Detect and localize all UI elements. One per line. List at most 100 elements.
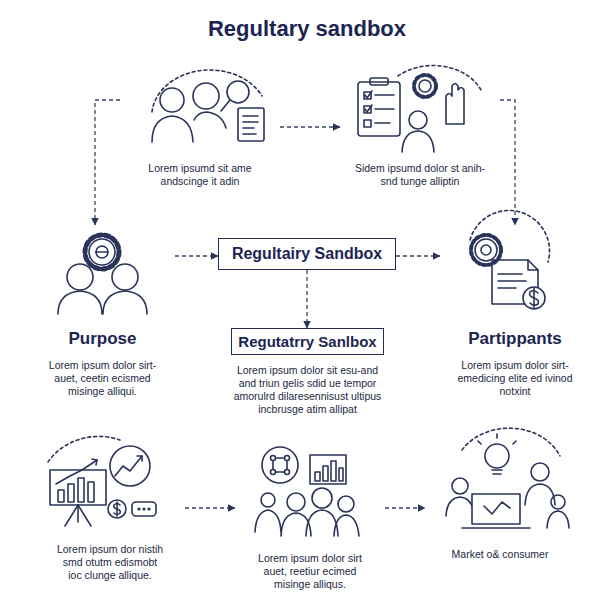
- chart-easel-icon: [148, 508, 150, 510]
- participants-icon: [498, 280, 526, 282]
- dashed-arrow: [396, 255, 440, 256]
- chart-easel-icon: [68, 484, 74, 502]
- network-team-icon: [271, 470, 276, 475]
- market-consumer-icon: [446, 497, 474, 516]
- participants-icon: [533, 288, 535, 308]
- network-team-icon: [272, 461, 274, 469]
- checklist-icon: [398, 66, 482, 92]
- icon-node: Lorem ipsum dolor sirt auet, reetiur eci…: [235, 440, 385, 595]
- diagram-title: Regultary sandbox: [0, 16, 614, 42]
- box-title: Regultairy Sandbox: [232, 245, 382, 263]
- chart-easel-icon: [108, 500, 126, 518]
- team-search-icon: [221, 100, 230, 111]
- market-consumer-icon: [531, 463, 549, 481]
- body-text: Sidem ipsumd dolor st anih- snd tunge al…: [350, 162, 490, 188]
- body-text: Lorem ipsum dor nistih smd otutm edismob…: [56, 543, 165, 582]
- chart-easel-icon: [115, 456, 142, 476]
- purpose-icon: [67, 264, 93, 290]
- team-search-icon: [152, 116, 193, 142]
- chart-easel-icon: [132, 502, 156, 516]
- market-consumer-icon: [446, 428, 569, 528]
- checklist-icon: [365, 105, 372, 112]
- chart-easel-icon: [116, 502, 118, 516]
- node-heading: Purpose: [68, 329, 136, 349]
- network-team-icon: [339, 468, 343, 481]
- chart-easel-icon: [138, 508, 140, 510]
- participants-icon: [528, 260, 538, 270]
- network-team-icon: [261, 493, 275, 507]
- chart-easel-icon: [88, 482, 94, 502]
- team-search-icon: [152, 70, 264, 142]
- market-consumer-icon: [472, 494, 520, 524]
- network-team-icon: [331, 461, 336, 481]
- dashed-arrow: [185, 507, 235, 508]
- market-consumer-icon: [513, 441, 516, 444]
- node-heading: Partippants: [468, 329, 562, 349]
- team-search-icon: [194, 112, 226, 128]
- purpose-icon: [89, 239, 115, 265]
- icon-node: Lorem ipsumd sit ame andscinge it adin: [120, 65, 280, 197]
- network-team-icon: [276, 457, 284, 459]
- team-search-icon: [243, 133, 256, 135]
- purpose-icon: [112, 264, 138, 290]
- checklist-icon: [419, 80, 431, 92]
- dashed-arrow: [500, 100, 515, 225]
- checklist-icon: [370, 78, 388, 85]
- market-consumer-icon: [547, 511, 569, 528]
- icon-node: Lorem ipsum dor nistih smd otutm edismob…: [35, 440, 185, 590]
- market-consumer-icon: [493, 473, 501, 475]
- network-team-icon: [315, 472, 320, 481]
- participants-icon: [470, 210, 550, 309]
- purpose-icon: [103, 291, 147, 314]
- icon-node: Market o& consumer: [425, 440, 575, 570]
- checklist-icon: [358, 82, 400, 136]
- market-consumer-icon: [462, 428, 560, 456]
- checklist-icon: [375, 122, 390, 124]
- network-team-icon: [255, 510, 281, 532]
- chart-easel-icon: [48, 436, 120, 462]
- network-team-icon: [286, 461, 288, 469]
- network-team-icon: [285, 456, 290, 461]
- participants-icon: [498, 287, 516, 289]
- network-team-icon: [271, 456, 276, 461]
- chart-easel-icon: [48, 436, 156, 526]
- checklist-icon: [358, 66, 482, 152]
- team-search-icon: [238, 108, 264, 141]
- line-icons: [48, 66, 569, 536]
- body-text: Lorem ipsum dolor sirt- emedicing elite …: [453, 359, 578, 398]
- icon-node: PartippantsLorem ipsum dolor sirt- emedi…: [440, 225, 590, 415]
- team-search-icon: [152, 70, 262, 112]
- checklist-icon: [414, 75, 436, 97]
- network-team-icon: [312, 488, 332, 508]
- dashed-arrow: [175, 255, 218, 256]
- dashed-arrow: [385, 507, 425, 508]
- purpose-icon: [58, 291, 102, 314]
- chart-easel-icon: [65, 505, 78, 526]
- boxed-heading-node: Regutatrry SanlboxLorem ipsum dolor sit …: [205, 328, 410, 423]
- participants-icon: [523, 287, 545, 309]
- checklist-icon: [364, 120, 371, 127]
- network-team-icon: [262, 447, 298, 483]
- network-team-icon: [306, 510, 338, 536]
- icon-node: Sidem ipsumd dolor st anih- snd tunge al…: [340, 65, 500, 195]
- chart-easel-icon: [78, 478, 84, 502]
- checklist-icon: [365, 91, 372, 98]
- network-team-icon: [338, 496, 354, 512]
- checklist-icon: [409, 111, 427, 129]
- chart-easel-icon: [56, 460, 97, 484]
- market-consumer-icon: [485, 444, 509, 468]
- team-search-icon: [243, 127, 254, 129]
- network-team-icon: [287, 493, 305, 511]
- market-consumer-icon: [492, 469, 502, 471]
- network-team-icon: [334, 515, 359, 536]
- purpose-icon: [85, 235, 119, 269]
- body-text: Lorem ipsum dolor sirt- auet, ceetin eci…: [40, 359, 165, 398]
- market-consumer-icon: [484, 502, 510, 514]
- purpose-icon: [58, 235, 147, 314]
- market-consumer-icon: [496, 434, 498, 438]
- boxed-heading: Regutatrry Sanlbox: [231, 328, 383, 355]
- team-search-icon: [193, 83, 219, 109]
- chart-easel-icon: [137, 456, 142, 461]
